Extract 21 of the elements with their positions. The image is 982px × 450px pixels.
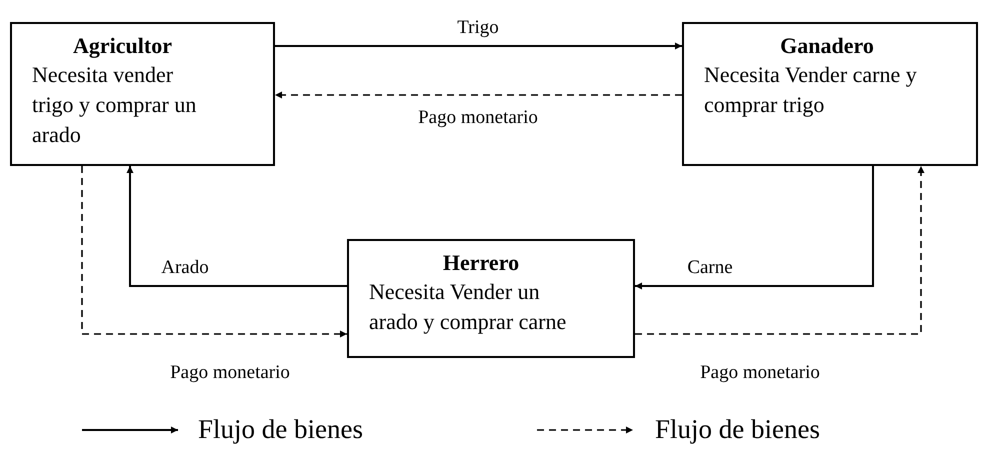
box-description: Necesita Vender carne y comprar trigo — [704, 61, 918, 119]
box-heading: Ganadero — [779, 32, 875, 60]
dashed-arrow — [635, 166, 924, 335]
box-heading: Agricultor — [72, 32, 173, 60]
arrow — [126, 166, 347, 287]
actor-box — [347, 239, 635, 358]
box-heading: Herrero — [442, 249, 520, 277]
actor-box — [10, 22, 275, 166]
edge-label: Trigo — [455, 17, 501, 39]
legend-text: Flujo de bienes — [198, 414, 363, 444]
legend-text: Flujo de bienes — [655, 414, 820, 444]
box-description: Necesita Vender un arado y comprar carne — [369, 278, 568, 336]
box-description: Necesita vender trigo y comprar un arado — [32, 61, 198, 149]
actor-box — [682, 22, 978, 166]
dashed-arrow — [275, 92, 682, 98]
arrow — [275, 42, 682, 50]
arrow — [635, 166, 874, 290]
dashed-arrow — [81, 166, 347, 338]
edge-label: Pago monetario — [698, 362, 822, 384]
edge-label: Pago monetario — [168, 362, 292, 384]
edge-label: Pago monetario — [416, 107, 540, 129]
